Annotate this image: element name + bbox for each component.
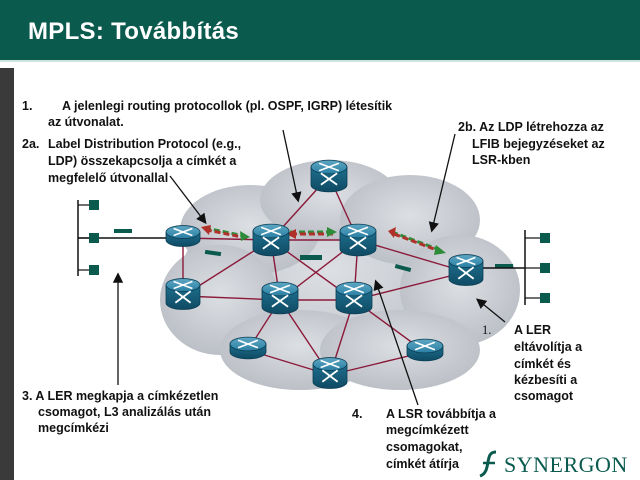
ler-router-icon — [165, 278, 201, 310]
lsr-router-icon — [252, 223, 290, 257]
host-icon — [540, 233, 550, 243]
step4-line4: címkét átírja — [386, 457, 459, 471]
lsr-router-icon — [335, 281, 373, 315]
step2b-line1: 2b. Az LDP létrehozza az — [458, 120, 604, 134]
lsr-router-top-icon — [310, 159, 348, 193]
host-icon — [540, 263, 550, 273]
host-icon — [89, 233, 99, 243]
ldp-arrowheads — [201, 225, 446, 255]
edge-router-icon — [229, 336, 267, 360]
ler-router-right-icon — [448, 254, 484, 286]
step1-number: 1. — [22, 99, 33, 113]
step1b-line5: csomagot — [514, 389, 574, 403]
synergon-logo-text: SYNERGON — [504, 452, 628, 477]
step3-line2: csomagot, L3 analizálás után — [38, 405, 211, 419]
callout-arrows — [112, 129, 506, 406]
ler-router-left-icon — [165, 225, 201, 247]
title-bar — [0, 0, 640, 60]
step4-line2: megcímkézett — [386, 423, 469, 437]
left-side-bar — [0, 68, 14, 480]
step1b-line4: kézbesíti a — [514, 373, 578, 387]
step3-line1: 3. A LER megkapja a címkézetlen — [22, 389, 219, 403]
step1b-number: 1. — [482, 323, 492, 337]
step2b-line3: LSR-kben — [472, 153, 531, 167]
step2a-line2: LDP) összekapcsolja a címkét a — [48, 154, 237, 168]
host-icon — [540, 293, 550, 303]
step1b-line2: eltávolítja a — [514, 340, 583, 354]
step2b-line2: LFIB bejegyzéseket az — [472, 137, 605, 151]
lsr-router-icon — [339, 223, 377, 257]
lsr-router-icon — [261, 281, 299, 315]
title-underline — [0, 60, 640, 62]
lsr-router-bottom-icon — [312, 357, 348, 389]
right-lan — [482, 230, 550, 305]
step2a-line3: megfelelő útvonallal — [48, 171, 169, 185]
step2a-number: 2a. — [22, 137, 40, 151]
host-icon — [89, 265, 99, 275]
edge-router-icon — [406, 338, 444, 362]
step1b-line3: címkét és — [514, 357, 571, 371]
step1b-line1: A LER — [514, 323, 552, 337]
step4-line3: csomagokat, — [386, 440, 463, 454]
synergon-logo-icon — [479, 450, 497, 478]
left-lan — [77, 200, 170, 276]
page-title: MPLS: Továbbítás — [28, 18, 240, 45]
host-icon — [89, 200, 99, 210]
step3-line3: megcímkézi — [38, 421, 109, 435]
step4-number: 4. — [352, 407, 363, 421]
step2a-line1: Label Distribution Protocol (e.g., — [48, 137, 242, 151]
step1-line2: az útvonalat. — [48, 115, 124, 129]
step1-line1: A jelenlegi routing protocollok (pl. OSP… — [62, 99, 393, 113]
label-packets — [114, 229, 513, 273]
ldp-arrows — [204, 226, 443, 254]
step4-line1: A LSR továbbítja a — [386, 407, 496, 421]
